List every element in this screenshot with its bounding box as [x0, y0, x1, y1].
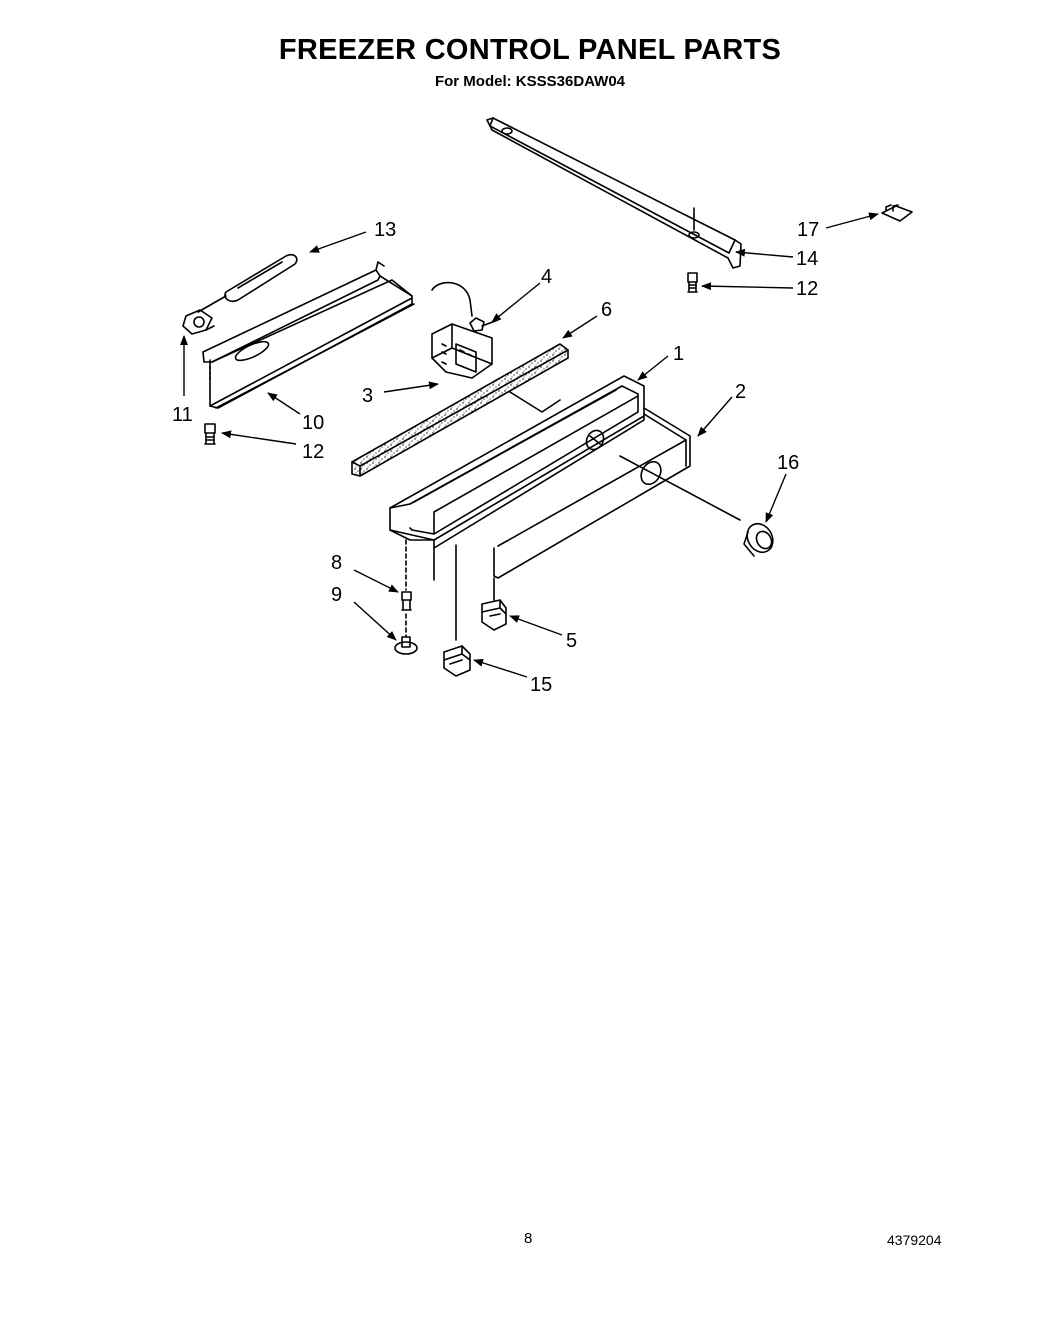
- callout-9: 9: [331, 584, 342, 606]
- callout-labels: 1 2 3 4 5 6 8 9 10 11 12 12 13 14 15 16 …: [172, 219, 819, 696]
- page-title: FREEZER CONTROL PANEL PARTS: [278, 34, 782, 66]
- callout-2: 2: [735, 381, 746, 403]
- callout-3: 3: [362, 385, 373, 407]
- callout-15: 15: [530, 674, 552, 696]
- part-13-sensor-tube: [197, 253, 298, 313]
- page-number: 8: [524, 1230, 533, 1247]
- callout-11: 11: [172, 404, 193, 426]
- callout-14: 14: [796, 248, 818, 270]
- callout-12-right: 12: [796, 278, 818, 300]
- part-14-bracket: [486, 117, 742, 269]
- document-number: 4379204: [887, 1232, 942, 1248]
- part-12-screw-right: [687, 272, 698, 293]
- part-6-gasket: [351, 343, 569, 477]
- callout-1: 1: [673, 343, 684, 365]
- part-3-control: [431, 281, 493, 379]
- callout-13: 13: [374, 219, 396, 241]
- callout-6: 6: [601, 299, 612, 321]
- part-8-screw: [401, 539, 412, 611]
- part-1-panel: [389, 375, 645, 581]
- part-11-clip: [182, 309, 215, 335]
- model-subtitle: For Model: KSSS36DAW04: [434, 73, 626, 90]
- part-9-washer: [394, 613, 418, 655]
- part-15-clip: [443, 645, 471, 677]
- callout-4: 4: [541, 266, 552, 288]
- part-5-clip: [481, 599, 507, 631]
- callout-5: 5: [566, 630, 577, 652]
- callout-10: 10: [302, 412, 324, 434]
- part-12-screw-left: [204, 423, 216, 445]
- part-16-knob: [619, 455, 774, 557]
- leader-lines: [180, 212, 879, 678]
- part-17-clip: [881, 204, 913, 222]
- part-10-bracket: [202, 261, 415, 409]
- callout-17: 17: [797, 219, 819, 241]
- callout-12-left: 12: [302, 441, 324, 463]
- callout-16: 16: [777, 452, 799, 474]
- callout-8: 8: [331, 552, 342, 574]
- part-2-housing: [455, 407, 691, 641]
